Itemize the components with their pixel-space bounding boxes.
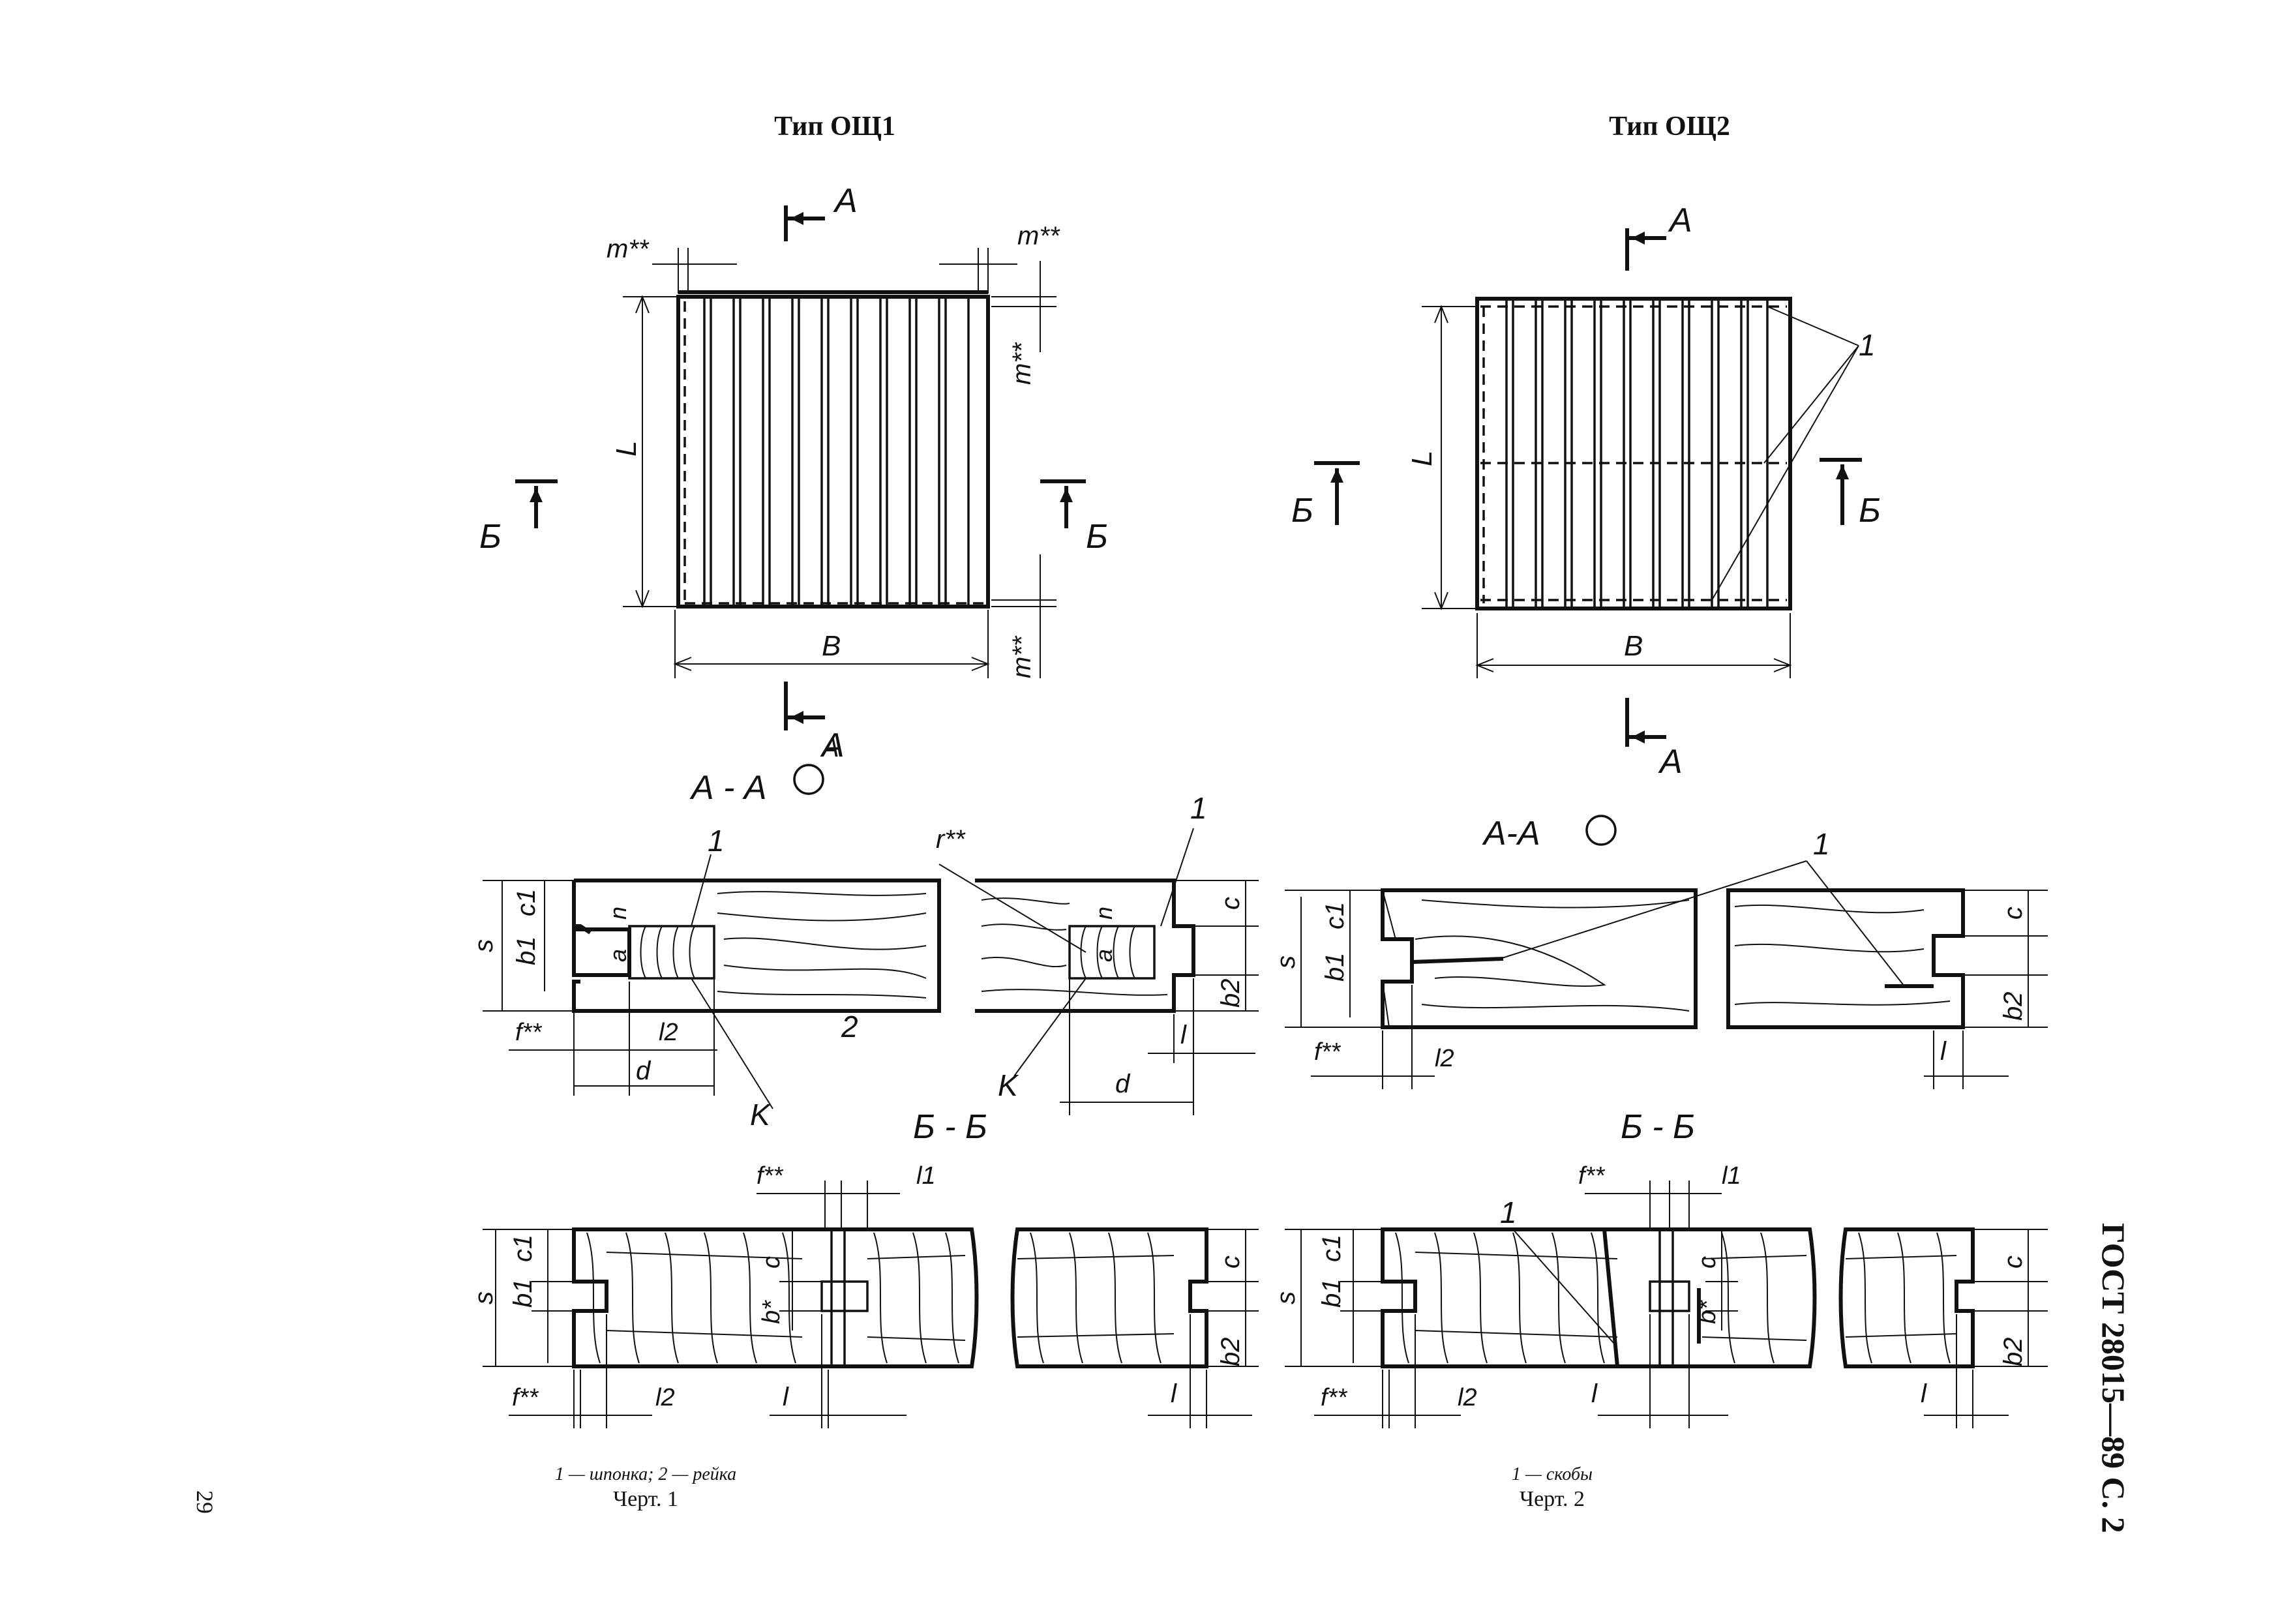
type1-title: Тип ОЩ1	[774, 112, 895, 142]
label-1-plan2: 1	[1859, 328, 1876, 362]
type2-section-aa: А-А 1 s	[1272, 815, 2048, 1089]
svg-text:b2: b2	[1999, 1338, 2028, 1367]
svg-text:l2: l2	[1458, 1384, 1477, 1411]
svg-text:b1: b1	[512, 937, 541, 966]
svg-text:s: s	[1272, 1291, 1300, 1304]
svg-text:s: s	[470, 939, 498, 952]
type2-legend: 1 — скобы	[1511, 1464, 1593, 1484]
svg-text:b*: b*	[758, 1300, 785, 1324]
svg-text:r**: r**	[936, 825, 966, 854]
svg-text:1: 1	[708, 824, 725, 858]
svg-text:K: K	[998, 1068, 1019, 1102]
label-a-top: А	[833, 182, 858, 220]
label-m-4: m**	[1008, 635, 1036, 678]
svg-text:c1: c1	[1317, 1235, 1346, 1262]
label-l: L	[610, 441, 642, 457]
type1-legend: 1 — шпонка; 2 — рейка	[554, 1464, 737, 1484]
type2-title: Тип ОЩ2	[1609, 112, 1730, 142]
svg-text:l: l	[1921, 1379, 1927, 1408]
svg-text:2: 2	[841, 1010, 858, 1044]
svg-text:1: 1	[1500, 1195, 1517, 1229]
label-b-left-2: Б	[1291, 492, 1313, 530]
svg-text:a: a	[605, 949, 631, 962]
svg-text:b1: b1	[1321, 953, 1349, 982]
svg-text:c1: c1	[512, 889, 541, 916]
svg-text:f**: f**	[1578, 1162, 1605, 1190]
label-b-right-2: Б	[1859, 492, 1881, 530]
label-m-1: m**	[607, 235, 650, 263]
label-a-bottom-2: А	[1658, 743, 1683, 781]
svg-text:l1: l1	[1722, 1162, 1741, 1190]
gost-running-header: ГОСТ 28015—89 С. 2	[2095, 1223, 2132, 1533]
svg-text:l: l	[1940, 1037, 1947, 1066]
svg-text:f**: f**	[512, 1384, 539, 1411]
svg-text:c: c	[1216, 897, 1245, 910]
svg-text:c: c	[1694, 1256, 1721, 1269]
svg-text:c1: c1	[1321, 902, 1349, 929]
svg-text:c: c	[1216, 1256, 1245, 1269]
svg-text:d: d	[1115, 1070, 1131, 1098]
page-number: 29	[192, 1490, 218, 1514]
svg-text:c: c	[1999, 907, 2028, 920]
svg-text:l1: l1	[916, 1162, 936, 1190]
label-a-bottom: А	[820, 727, 845, 764]
label-b-left: Б	[479, 518, 502, 556]
label-b-dim: B	[822, 630, 841, 662]
svg-text:d: d	[636, 1057, 652, 1085]
type1-plan-view: А А Б Б L B m** m** m** m**	[479, 182, 1108, 764]
type1-section-aa: А - А А	[470, 734, 1259, 1132]
type2-drawing-label: Черт. 2	[1519, 1487, 1585, 1511]
type2-plan-view: А А Б Б L B 1	[1291, 202, 1881, 781]
svg-text:a: a	[1090, 949, 1117, 962]
svg-text:f**: f**	[1314, 1038, 1341, 1066]
type2-section-bb: Б - Б 1	[1272, 1108, 2048, 1428]
type1-section-bb-label: Б - Б	[913, 1108, 987, 1146]
type1-drawing-label: Черт. 1	[612, 1487, 679, 1511]
label-m-3: m**	[1008, 342, 1036, 385]
svg-text:b2: b2	[1216, 1338, 1245, 1367]
svg-text:b1: b1	[509, 1279, 537, 1308]
type2-section-bb-label: Б - Б	[1621, 1108, 1695, 1146]
svg-text:c: c	[1999, 1256, 2028, 1269]
svg-text:l2: l2	[1435, 1045, 1454, 1072]
svg-text:1: 1	[1813, 827, 1830, 861]
svg-text:n: n	[1090, 907, 1117, 920]
svg-text:f**: f**	[1321, 1384, 1347, 1411]
svg-text:l: l	[1171, 1379, 1177, 1408]
label-a-top-2: А	[1668, 202, 1692, 239]
svg-text:А: А	[820, 734, 839, 762]
type1-section-aa-label: А - А	[689, 769, 767, 807]
svg-text:c1: c1	[509, 1235, 537, 1262]
svg-text:b*: b*	[1694, 1300, 1721, 1324]
svg-text:1: 1	[1190, 791, 1207, 825]
svg-text:s: s	[1272, 955, 1300, 969]
label-b-dim-2: B	[1624, 630, 1643, 662]
svg-text:f**: f**	[757, 1162, 783, 1190]
type2-section-aa-label: А-А	[1482, 815, 1540, 852]
svg-text:b2: b2	[1999, 992, 2028, 1021]
svg-text:b2: b2	[1216, 979, 1245, 1008]
svg-text:f**: f**	[515, 1019, 542, 1046]
svg-text:K: K	[750, 1098, 772, 1132]
label-m-2: m**	[1017, 222, 1060, 250]
svg-text:l: l	[1180, 1021, 1187, 1049]
type1-section-bb: Б - Б	[470, 1108, 1259, 1428]
svg-text:l2: l2	[659, 1019, 678, 1046]
svg-text:l: l	[1591, 1379, 1598, 1408]
svg-text:c: c	[758, 1256, 785, 1269]
svg-text:b1: b1	[1317, 1279, 1346, 1308]
label-l-2: L	[1406, 451, 1438, 466]
svg-text:l: l	[783, 1383, 789, 1411]
svg-text:l2: l2	[655, 1384, 675, 1411]
svg-text:s: s	[470, 1291, 498, 1304]
svg-text:n: n	[605, 907, 631, 920]
label-b-right: Б	[1086, 518, 1108, 556]
